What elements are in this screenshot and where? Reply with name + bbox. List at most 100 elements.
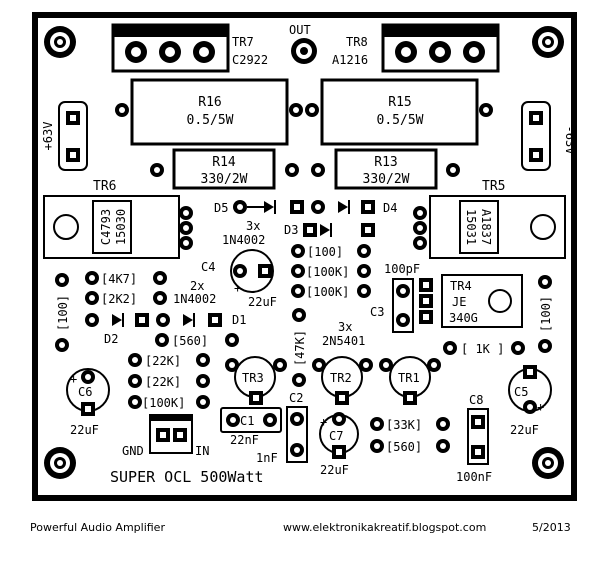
c4-capacitor: + [230, 249, 274, 295]
power-terminal-plus [58, 101, 88, 171]
svg-text:+: + [234, 281, 241, 295]
c8-value: 100nF [456, 470, 492, 484]
r100l-pad-bot [55, 338, 69, 352]
footer-date: 5/2013 [532, 521, 571, 534]
c2-value: 1nF [256, 451, 278, 465]
r33k-label: [33K] [386, 418, 422, 432]
tr4-transistor [419, 274, 523, 328]
c8-capacitor [467, 408, 489, 465]
d4-diode [311, 200, 375, 214]
tr2-transistor [312, 356, 373, 405]
c1-value: 22nF [230, 433, 259, 447]
c1-capacitor [220, 407, 282, 433]
c4-value: 22uF [248, 295, 277, 309]
tr3-transistor [225, 356, 287, 405]
r560a-label: [560] [172, 334, 208, 348]
r14-label: R14 [212, 155, 236, 170]
tr5-label: TR5 [482, 179, 505, 194]
r13-value: 330/2W [363, 172, 410, 187]
r15-resistor [305, 78, 493, 146]
mount-hole-tl [44, 26, 76, 58]
mount-hole-br [532, 447, 564, 479]
tr6-transistor [43, 195, 193, 259]
r15-value: 0.5/5W [377, 113, 424, 128]
c7-value: 22uF [320, 463, 349, 477]
c6-value: 22uF [70, 423, 99, 437]
c7-label: C7 [329, 429, 343, 443]
r100a-label: [100] [307, 245, 343, 259]
r16-value: 0.5/5W [187, 113, 234, 128]
d5-label: D5 [214, 201, 228, 215]
tr1-transistor [379, 356, 441, 405]
r22k1-label: [22K] [145, 354, 181, 368]
r47k-label: [47K] [293, 330, 307, 366]
d3-diode [303, 223, 375, 237]
c5-capacitor: + [508, 365, 552, 414]
d3-label: D3 [284, 223, 298, 237]
c6-label: C6 [78, 385, 92, 399]
n340g-label: 340G [449, 311, 478, 325]
c5-value: 22uF [510, 423, 539, 437]
tr4-label: TR4 [450, 279, 472, 293]
r560b-label: [560] [386, 440, 422, 454]
r22k2-label: [22K] [145, 375, 181, 389]
in-label: IN [195, 444, 209, 458]
input-connector [149, 414, 193, 454]
tr5-transistor [413, 195, 566, 259]
c2-capacitor [286, 406, 308, 463]
c2922-label: C2922 [232, 53, 268, 67]
diodes-3x-label: 3x [246, 219, 260, 233]
d2-diode [85, 313, 149, 327]
a1837-label: A1837 [479, 209, 493, 245]
r100k2-label: [100K] [306, 285, 349, 299]
tr2-label: TR2 [330, 371, 352, 385]
r100k3-label: [100K] [142, 396, 185, 410]
r1k-label: [ 1K ] [461, 342, 504, 356]
r4k7-label: [4K7] [101, 272, 137, 286]
d1-label: D1 [232, 313, 246, 327]
d4-label: D4 [383, 201, 397, 215]
tr7-terminal [111, 23, 230, 73]
r14-value: 330/2W [201, 172, 248, 187]
svg-text:+: + [537, 400, 544, 414]
board-title: SUPER OCL 500Watt [110, 468, 264, 486]
tr6-label: TR6 [93, 179, 116, 194]
r14-resistor [150, 148, 299, 190]
r100-left-label: [100] [56, 295, 70, 331]
out-pad [291, 38, 317, 64]
diodes-1n4002b-label: 1N4002 [173, 292, 216, 306]
r100r-pad-bot [538, 339, 552, 353]
c3-capacitor [392, 278, 414, 333]
tr8-label: TR8 [346, 35, 368, 49]
d1-diode [156, 313, 222, 327]
n15030-label: 15030 [114, 209, 128, 245]
tr1-label: TR1 [398, 371, 420, 385]
r16-resistor [115, 78, 303, 146]
r2k2-label: [2K2] [101, 292, 137, 306]
tr7-label: TR7 [232, 35, 254, 49]
tr8-terminal [381, 23, 500, 73]
svg-text:+: + [320, 415, 327, 429]
d5-diode [233, 200, 304, 214]
r100k1-label: [100K] [306, 265, 349, 279]
out-label: OUT [289, 23, 311, 37]
tr3-label: TR3 [242, 371, 264, 385]
c6-capacitor: + [66, 368, 110, 416]
a1216-label: A1216 [332, 53, 368, 67]
r16-label: R16 [198, 95, 221, 110]
footer-left-caption: Powerful Audio Amplifier [30, 521, 165, 534]
diodes-1n4002-label: 1N4002 [222, 233, 265, 247]
r100r-pad-top [538, 275, 552, 289]
n15031-label: 15031 [464, 209, 478, 245]
c7-capacitor: + [319, 412, 359, 459]
mount-hole-tr [532, 26, 564, 58]
r13-resistor [311, 148, 460, 190]
trans-2n5401-label: 2N5401 [322, 334, 365, 348]
c4-label: C4 [201, 260, 215, 274]
d2-label: D2 [104, 332, 118, 346]
footer-url: www.elektronikakreatif.blogspot.com [283, 521, 486, 534]
r15-label: R15 [388, 95, 411, 110]
diodes-2x-label: 2x [190, 279, 204, 293]
plus63v-label: +63V [41, 122, 55, 151]
